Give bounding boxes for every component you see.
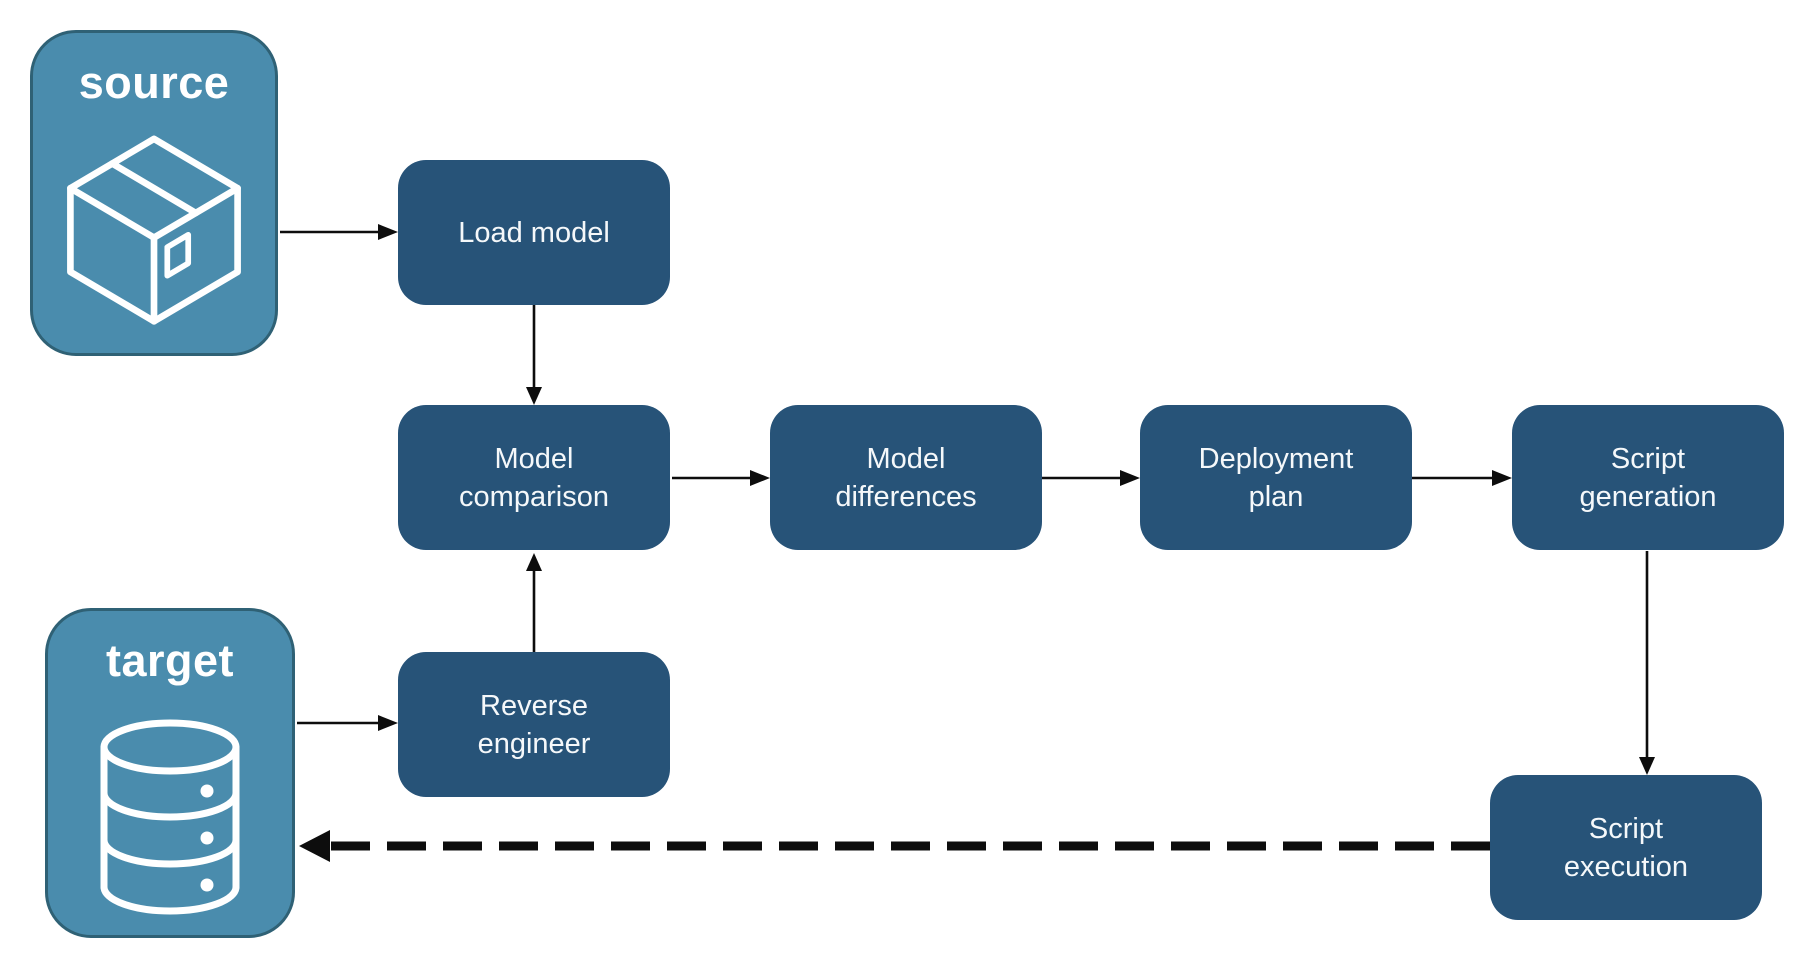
node-model-comparison: Model comparison [398, 405, 670, 550]
edge-script-generation-to-script-execution [1639, 551, 1655, 775]
edge-script-execution-to-target-dashed [299, 830, 1490, 862]
database-icon [100, 719, 240, 915]
target-label: target [105, 635, 235, 686]
source-label: source [78, 57, 230, 108]
node-label: Deployment plan [1198, 442, 1354, 513]
node-target: target [45, 608, 295, 938]
edge-reverse-engineer-to-model-comparison [526, 553, 542, 652]
node-label: Model comparison [459, 442, 609, 513]
node-label: Load model [458, 216, 610, 249]
edge-target-to-reverse-engineer [297, 715, 398, 731]
edge-deployment-plan-to-script-generation [1410, 470, 1512, 486]
node-script-generation: Script generation [1512, 405, 1784, 550]
node-source: source [30, 30, 278, 356]
edge-model-differences-to-deployment-plan [1042, 470, 1140, 486]
node-label: Script execution [1563, 812, 1689, 883]
node-model-differences: Model differences [770, 405, 1042, 550]
node-deployment-plan: Deployment plan [1140, 405, 1412, 550]
node-script-execution: Script execution [1490, 775, 1762, 920]
node-label: Script generation [1579, 442, 1717, 513]
node-reverse-engineer: Reverse engineer [398, 652, 670, 797]
node-label: Model differences [835, 442, 977, 513]
node-load-model: Load model [398, 160, 670, 305]
edge-load-model-to-model-comparison [526, 305, 542, 405]
edge-model-comparison-to-model-differences [672, 470, 770, 486]
package-icon [67, 135, 241, 325]
node-label: Reverse engineer [477, 689, 591, 760]
edge-source-to-load-model [280, 224, 398, 240]
